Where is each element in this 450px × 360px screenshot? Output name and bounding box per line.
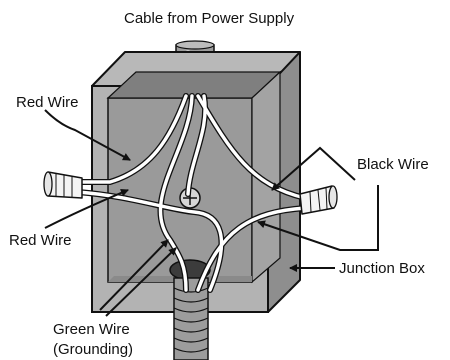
bottom-conduit [173, 277, 209, 360]
leader-green-wire-b [105, 247, 177, 317]
leader-black-wire [271, 146, 356, 191]
label-grounding: (Grounding) [53, 341, 133, 358]
left-wire-nut [43, 171, 83, 199]
label-green-wire: Green Wire [53, 321, 130, 338]
leader-red-wire-top [44, 109, 131, 161]
label-black-wire: Black Wire [357, 156, 429, 173]
label-red-wire-top: Red Wire [16, 94, 79, 111]
leader-black-wire-lower [257, 185, 379, 251]
leader-red-wire-bottom [44, 189, 129, 229]
leader-lines [44, 109, 379, 317]
leader-green-wire-a [99, 239, 169, 311]
wires [75, 93, 308, 293]
label-cable-from-power-supply: Cable from Power Supply [124, 10, 295, 27]
right-wire-nut [299, 185, 338, 215]
label-junction-box: Junction Box [339, 260, 425, 277]
label-red-wire-bottom: Red Wire [9, 232, 72, 249]
labels: Cable from Power Supply Red Wire Red Wir… [9, 10, 429, 358]
